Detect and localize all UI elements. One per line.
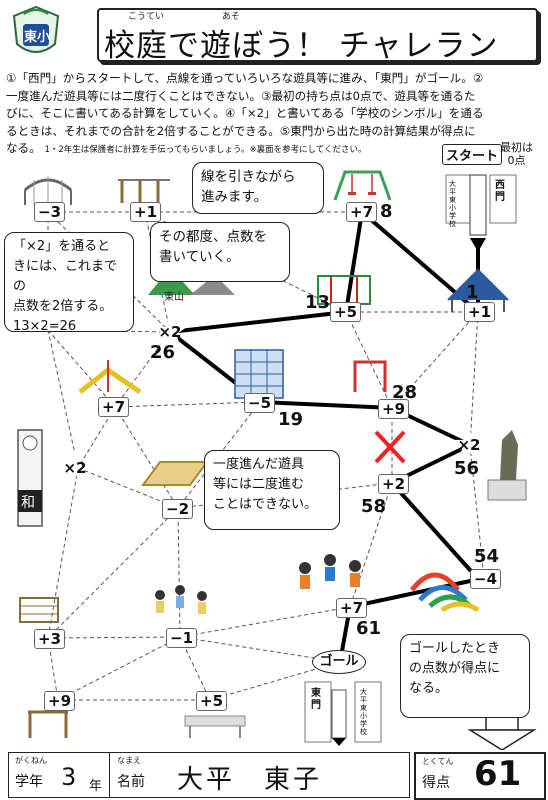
score-box: とくてん 得点 61 [414,752,546,800]
east-school-sign: 大平東小学校 [360,688,367,736]
total-1: 1 [466,282,479,303]
bubble-goal-score: ゴールしたときの点数が得点になる。 [400,634,530,718]
node-plus5: +5 [330,302,362,322]
node-x2-left: ×2 [58,451,92,485]
instruction-line-3: びに、そこに書いてある計算をしていく。④「×2」と書いてある「学校のシンボル」を… [6,106,484,120]
iron-bar-icon [353,360,387,392]
node-x2-mid: ×2 [153,315,187,349]
page-title: 校庭で遊ぼう！ チャレラン [104,28,499,64]
total-58: 58 [361,496,387,517]
bubble-once-only: 一度進んだ遊具等には二度進むことはできない。 [204,450,340,530]
monkey-bars-icon [24,176,72,205]
total-8: 8 [380,201,393,222]
instruction-line-1: ①「西門」からスタートして、点線を通っていろいろな遊具等に進み、「東門」がゴール… [6,71,484,85]
instruction-line-4: るときは、それまでの合計を2倍することができる。⑤東門から出た時の計算結果が得点… [6,123,476,138]
instruction-line-2: 一度進んだ遊具等には二度行くことはできない。③最初の持ち点は0点で、遊具等を通る… [6,88,476,103]
total-54: 54 [474,546,500,567]
bench-icon [184,715,246,738]
score-label: 得点 [422,775,450,791]
node-minus2: −2 [162,499,194,519]
west-school-sign: 大平東小学校 [449,180,456,228]
instruction-note: 1・2年生は保護者に計算を手伝ってもらいましょう。※裏面を参考にしてください。 [44,145,367,155]
node-plus2: +2 [378,474,410,494]
total-26: 26 [150,342,176,363]
east-gate-label: 東門 [311,688,321,711]
title-ruby-kotei: こうてい [128,12,165,22]
swing-icon [333,170,392,201]
total-56: 56 [454,458,480,479]
grade-ruby: がくねん [15,756,47,765]
name-ruby: なまえ [117,756,141,765]
no-entry-icon [374,430,406,464]
node-x2-right: ×2 [452,428,486,462]
node-plus1-right: +1 [464,302,496,322]
school-building-icon [234,349,284,399]
title-box [97,8,538,62]
ladder-icon [19,597,59,623]
title-ruby-aso: あそ [222,12,241,22]
node-plus7-bottom: +7 [336,598,368,618]
horizontal-bar-icon [118,179,170,203]
instruction-line-5: なる。 [6,141,41,155]
bubble-each-time: その都度、点数を書いていく。 [150,222,290,282]
mountain-label: 東山 [164,290,184,303]
slide-icon [78,360,142,395]
goal-label: ゴール [312,650,366,674]
school-logo: 東小 [10,4,62,62]
soccer-kids-icon [299,554,361,589]
node-plus7-top: +7 [346,202,378,222]
west-gate-icon [445,174,517,236]
grade-suffix: 年 [89,779,103,794]
score-value[interactable]: 61 [474,754,522,794]
name-label: 名前 [117,774,145,790]
logo-text: 東小 [24,30,51,45]
node-plus3: +3 [34,629,66,649]
node-plus5-bottom: +5 [196,691,228,711]
name-value[interactable]: 大平 東子 [177,765,323,795]
total-13: 13 [305,292,331,313]
grade-value[interactable]: 3 [61,763,77,791]
node-plus9-bottom: +9 [44,691,76,711]
east-gate-icon [304,681,382,746]
grade-label: 学年 [15,774,43,790]
name-box: がくねん 学年 3 年 なまえ 名前 大平 東子 [8,752,410,798]
statue-icon [487,430,527,501]
node-minus3: −3 [34,202,66,222]
tire-rainbow-icon [410,572,480,613]
bar-small-icon [28,710,68,738]
west-gate-label: 西門 [495,180,505,203]
node-plus9: +9 [378,399,410,419]
total-28: 28 [392,382,418,403]
clock-tower-icon [17,429,43,527]
node-minus5: −5 [244,393,276,413]
total-61: 61 [356,618,382,639]
node-plus1-top: +1 [130,202,162,222]
total-19: 19 [278,409,304,430]
sandbox-icon [141,461,209,486]
course-map: 和 [17,170,537,750]
climbing-frame-icon [447,268,509,312]
kids-playing-icon [155,585,207,614]
node-minus4: −4 [470,569,502,589]
score-ruby: とくてん [422,757,454,766]
node-minus1: −1 [166,628,198,648]
instructions: ①「西門」からスタートして、点線を通っていろいろな遊具等に進み、「東門」がゴール… [6,70,544,160]
start-label: スタート [442,144,503,165]
node-plus7-left: +7 [98,397,130,417]
wa-kanji: 和 [21,495,35,511]
bubble-draw-line: 線を引きながら進みます。 [192,162,324,214]
bubble-x2-explain: 「×2」を通るときには、これまでの点数を2倍する。13×2=26 [4,232,134,334]
